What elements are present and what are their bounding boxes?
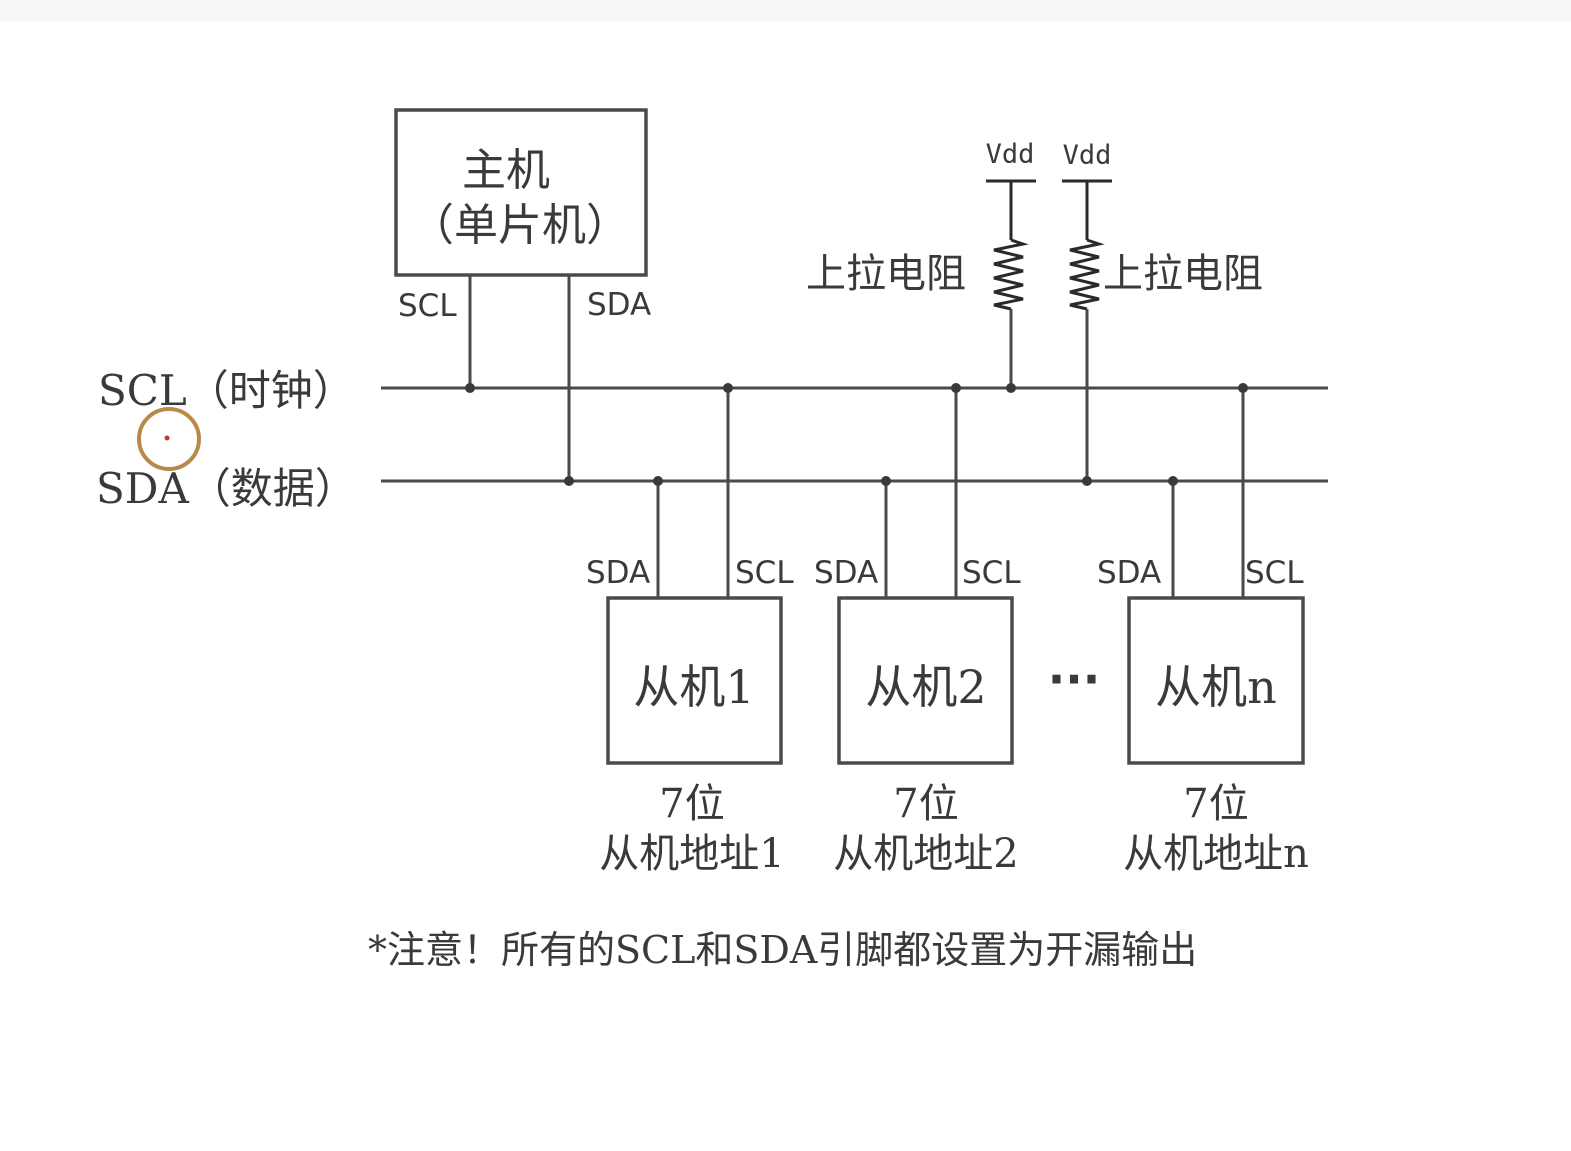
master-sda-pin-label: SDA <box>587 287 651 323</box>
junction-dots <box>465 383 1248 486</box>
slave-1-name: 从机1 <box>633 660 754 714</box>
slave-2-box <box>837 596 1014 765</box>
pullup-resistor-sda: Vdd 上拉电阻 <box>1062 140 1263 481</box>
junction-dot <box>653 476 663 486</box>
slave-2-sda-pin-label: SDA <box>814 555 878 591</box>
vdd-label: Vdd <box>986 139 1035 170</box>
more-slaves-ellipsis: ··· <box>1048 652 1100 706</box>
slave-1-box <box>606 596 783 765</box>
cursor-dot <box>164 435 170 441</box>
resistor-zigzag <box>1069 238 1105 311</box>
slave-1-block: SDA SCL 从机1 7位 从机地址1 <box>586 388 794 877</box>
vdd-label: Vdd <box>1063 140 1112 171</box>
junction-dot <box>465 383 475 393</box>
slave-2-scl-pin-label: SCL <box>962 555 1021 591</box>
cursor-ring <box>137 407 201 471</box>
cursor-highlight <box>137 407 201 471</box>
master-box <box>394 108 648 277</box>
slave-n-addr: 从机地址n <box>1123 831 1309 877</box>
master-title: 主机 <box>462 145 550 196</box>
top-strip <box>0 0 1571 22</box>
slave-n-sda-pin-label: SDA <box>1097 555 1161 591</box>
master-block: 主机 （单片机） SCL SDA <box>394 108 651 481</box>
junction-dot <box>1168 476 1178 486</box>
slave-1-scl-pin-label: SCL <box>735 555 794 591</box>
junction-dot <box>1082 476 1092 486</box>
junction-dot <box>951 383 961 393</box>
junction-dot <box>1006 383 1016 393</box>
slave-1-sda-pin-label: SDA <box>586 555 650 591</box>
master-subtitle: （单片机） <box>410 200 630 251</box>
slave-2-addr-bits: 7位 <box>893 781 958 827</box>
master-scl-pin-label: SCL <box>398 288 457 324</box>
slave-2-block: SDA SCL 从机2 7位 从机地址2 <box>814 388 1021 877</box>
resistor-zigzag <box>993 238 1029 311</box>
slave-2-name: 从机2 <box>865 660 986 714</box>
junction-dot <box>1238 383 1248 393</box>
slave-1-addr-bits: 7位 <box>659 781 724 827</box>
junction-dot <box>881 476 891 486</box>
junction-dot <box>723 383 733 393</box>
slave-n-block: SDA SCL 从机n 7位 从机地址n <box>1097 388 1309 877</box>
slave-n-box <box>1127 596 1305 765</box>
junction-dot <box>564 476 574 486</box>
pullup-resistor-label: 上拉电阻 <box>1103 251 1263 297</box>
open-drain-note: *注意！所有的SCL和SDA引脚都设置为开漏输出 <box>368 928 1197 972</box>
pullup-resistor-scl: Vdd 上拉电阻 <box>806 139 1036 388</box>
slave-n-scl-pin-label: SCL <box>1245 555 1304 591</box>
slave-2-addr: 从机地址2 <box>833 831 1018 877</box>
slave-n-addr-bits: 7位 <box>1183 781 1248 827</box>
scl-bus-label: SCL（时钟） <box>98 366 355 415</box>
slave-n-name: 从机n <box>1155 660 1277 714</box>
slave-1-addr: 从机地址1 <box>599 831 784 877</box>
pullup-resistor-label: 上拉电阻 <box>806 251 966 297</box>
sda-bus-label: SDA（数据） <box>96 464 357 513</box>
